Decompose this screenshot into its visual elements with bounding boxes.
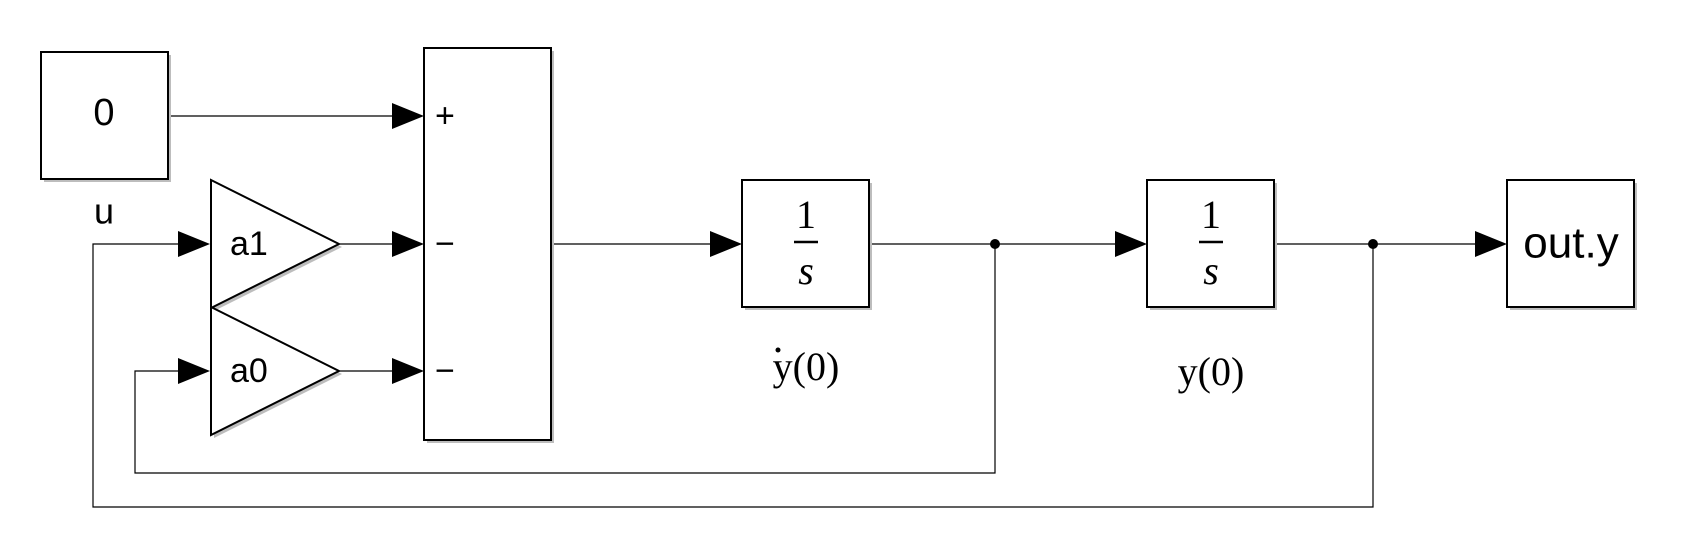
arrowhead-sum-minus-1 (392, 231, 424, 257)
constant-block[interactable]: 0 (40, 51, 171, 182)
sum-block[interactable]: + − − (423, 47, 554, 443)
arrowhead-a0-input (178, 358, 210, 384)
derivative-dot (775, 347, 781, 353)
sum-sign-plus: + (435, 97, 455, 135)
arrowhead-sum-minus-2 (392, 358, 424, 384)
output-block[interactable]: out.y (1506, 179, 1637, 310)
integrator-2-numerator: 1 (1201, 192, 1221, 237)
arrowhead-integrator-2-input (1115, 231, 1147, 257)
arrowheads (178, 103, 1507, 384)
constant-value: 0 (93, 92, 114, 134)
integrator-1-initial-condition-label: y(0) (773, 344, 840, 389)
constant-block-label: u (94, 191, 114, 232)
output-label: out.y (1523, 219, 1618, 268)
integrator-1-numerator: 1 (796, 192, 816, 237)
branch-point-y (1368, 239, 1378, 249)
arrowhead-sum-plus (392, 103, 424, 129)
signal-lines (92, 115, 1475, 508)
arrowhead-a1-input (178, 231, 210, 257)
wire-feedback-y-to-a1 (92, 243, 1374, 508)
wire-feedback-ydot-to-a0 (134, 244, 996, 474)
branch-point-ydot (990, 239, 1000, 249)
arrowhead-output-input (1475, 231, 1507, 257)
integrator-block-2[interactable]: 1 s (1146, 179, 1277, 310)
gain-a1-label: a1 (230, 225, 268, 263)
integrator-2-initial-condition-label: y(0) (1178, 349, 1245, 394)
integrator-2-denominator: s (1203, 248, 1219, 293)
arrowhead-integrator-1-input (710, 231, 742, 257)
integrator-1-denominator: s (798, 248, 814, 293)
integrator-block-1[interactable]: 1 s (741, 179, 872, 310)
sum-sign-minus-1: − (435, 225, 455, 263)
gain-a0-label: a0 (230, 352, 268, 390)
sum-sign-minus-2: − (435, 352, 455, 390)
gain-block-a1[interactable]: a1 (210, 178, 342, 311)
gain-block-a0[interactable]: a0 (210, 305, 342, 438)
integrator-1-initial-condition: y(0) (773, 344, 840, 389)
